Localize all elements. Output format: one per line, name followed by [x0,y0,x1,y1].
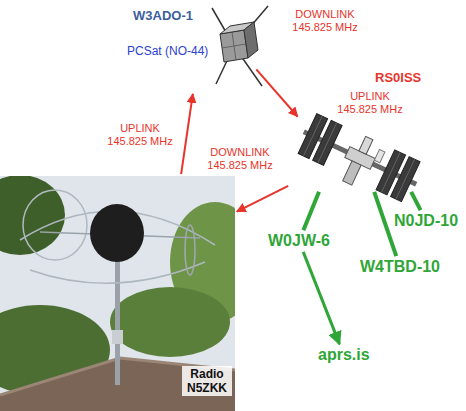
station-photo [0,176,65,255]
station-photo [185,225,195,275]
callsign-label: W0JW-6 [268,232,330,250]
iss-illustration [374,149,385,162]
station-photo [23,190,87,260]
station-photo [0,176,235,411]
connectors [181,69,420,344]
iss-illustration [343,161,361,185]
igate-node: W0JW-6 [268,232,330,250]
connector [303,192,319,230]
iss-illustration [318,123,337,163]
satellite-illustration [232,32,236,60]
callsign-label: N0JD-10 [394,212,458,230]
connector [374,192,396,256]
connector [181,94,193,174]
photo-caption: Radio N5ZKK [182,366,232,396]
frequency-label: UPLINK 145.825 MHz [330,90,410,116]
iss-node: RS0ISS [290,118,420,190]
igate-node: N0JD-10 [394,212,458,230]
satellite-illustration [244,22,258,58]
connector [411,192,420,210]
connector [256,69,297,116]
satellite-illustration [220,30,248,62]
link-label: DOWNLINK 145.825 MHz [200,146,280,172]
station-photo [110,287,230,357]
station-photo [30,262,205,283]
igate-node: W4TBD-10 [360,258,440,276]
callsign-label: W4TBD-10 [360,258,440,276]
link-label: DOWNLINK 145.825 MHz [285,8,365,34]
iss-illustration [292,112,426,210]
server-label: aprs.is [318,346,370,364]
satellite-name: PCSat (NO-44) [127,44,208,58]
server-node: aprs.is [318,346,370,364]
link-label: UPLINK 145.825 MHz [100,122,180,148]
station-photo [90,204,144,262]
connector [303,252,339,344]
station-photo-node: Radio N5ZKK [0,176,235,411]
iss-illustration [359,136,373,154]
station-photo [112,330,123,344]
connector [237,186,288,212]
callsign-label: RS0ISS [375,70,421,85]
iss-illustration [304,116,323,156]
callsign-label: W3ADO-1 [133,8,193,23]
satellite-node: W3ADO-1PCSat (NO-44) [125,2,255,92]
iss-illustration [382,152,401,192]
